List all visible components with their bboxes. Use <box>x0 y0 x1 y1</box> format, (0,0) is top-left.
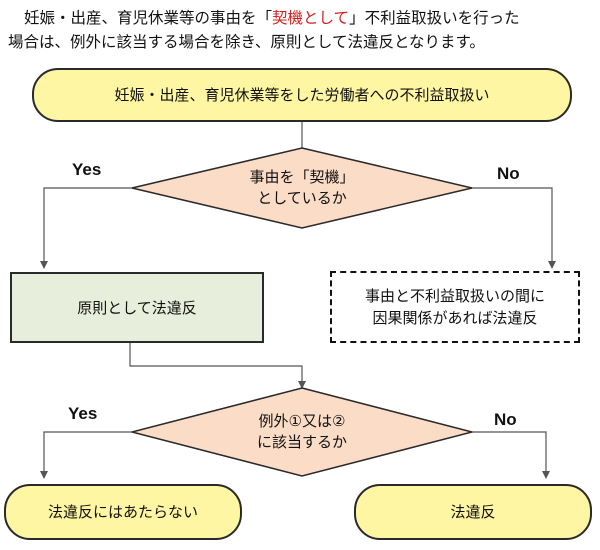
connector-principle-to-decision2 <box>129 343 306 389</box>
intro-line-2: 場合は、例外に該当する場合を除き、原則として法違反となります。 <box>8 33 485 51</box>
not-violation-node: 法違反にはあたらない <box>4 484 242 540</box>
intro-line-1: 妊娠・出産、育児休業等の事由を「契機として」不利益取扱いを行った <box>24 9 520 27</box>
connector-decision2-no <box>472 431 550 479</box>
decision1-diamond <box>131 147 473 229</box>
decision1-no-label: No <box>497 164 520 183</box>
connector-decision1-no <box>472 187 556 269</box>
connector-decision1-yes <box>40 187 132 269</box>
intro-text: 妊娠・出産、育児休業等の事由を「契機として」不利益取扱いを行った 場合は、例外に… <box>8 6 596 54</box>
decision2-no-label: No <box>494 410 517 429</box>
start-node: 妊娠・出産、育児休業等をした労働者への不利益取扱い <box>32 68 572 122</box>
decision1-yes-label: Yes <box>72 160 102 179</box>
intro-highlight: 契機として <box>272 9 350 27</box>
causal-relation-node: 事由と不利益取扱いの間に因果関係があれば法違反 <box>330 271 580 343</box>
violation-node: 法違反 <box>354 484 592 540</box>
decision2-yes-label: Yes <box>68 404 98 423</box>
connector-decision2-yes <box>40 431 132 479</box>
decision2-diamond <box>129 387 475 477</box>
principle-violation-node: 原則として法違反 <box>10 272 264 343</box>
decision1-text: 事由を「契機」としているか <box>249 168 355 207</box>
